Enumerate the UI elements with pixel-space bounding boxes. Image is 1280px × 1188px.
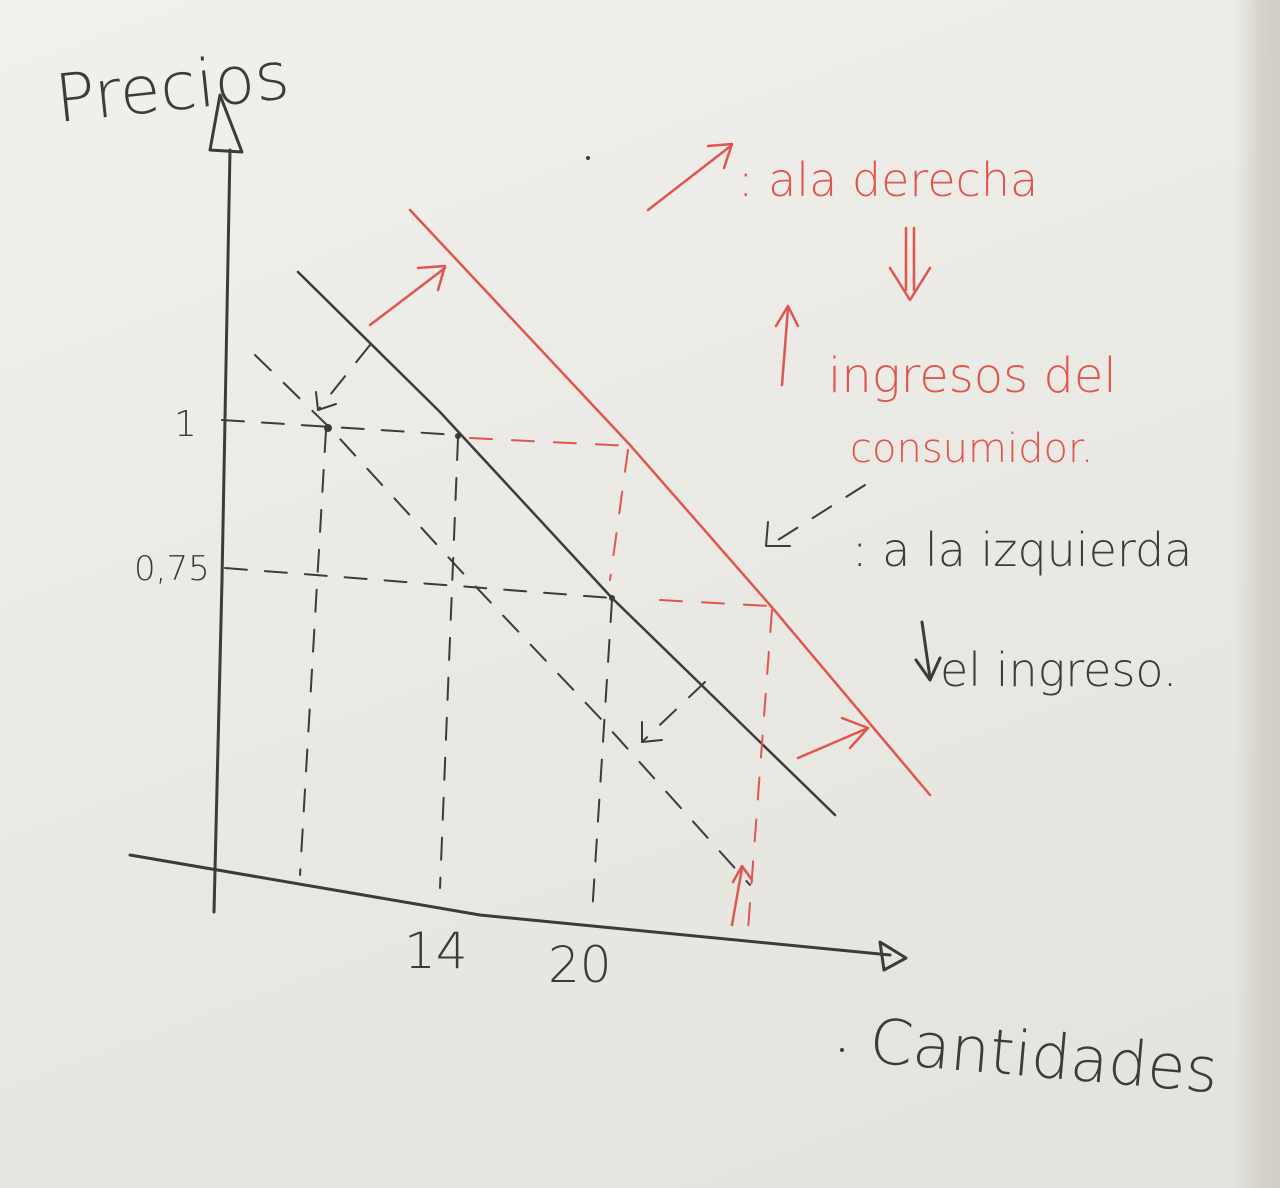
legend-arrow-left-head	[765, 521, 791, 547]
right-shifted-demand-curve	[408, 208, 932, 797]
arrow-left-lower-shaft	[641, 681, 706, 743]
point-original-p1	[455, 433, 461, 439]
left-shift-arrows	[315, 344, 706, 743]
increase-arrow-shaft	[780, 306, 790, 387]
arrow-up-small-shaft	[730, 866, 744, 927]
note-a-la-izquierda: : a la izquierda	[852, 523, 1192, 577]
note-ingresos-del: ingresos del	[828, 348, 1117, 404]
x-axis-arrowhead	[878, 940, 908, 972]
right-shift-arrows	[368, 264, 870, 927]
note-consumidor: consumidor.	[850, 426, 1093, 472]
qty-guide-20	[591, 599, 613, 916]
qty-guide-red-upper	[609, 449, 629, 581]
x-axis-line	[128, 853, 892, 957]
arrow-left-upper-head	[315, 391, 337, 411]
board-speck	[840, 1048, 844, 1052]
legend-arrow-diagonal-shaft	[646, 143, 734, 212]
price-075-guide-black	[224, 567, 613, 599]
qty-guide-14	[439, 437, 459, 889]
left-shifted-demand-curve	[254, 354, 751, 886]
y-axis-label: Precios	[52, 37, 293, 138]
decrease-arrow-shaft	[920, 620, 932, 680]
original-demand-curve	[296, 270, 837, 817]
x-tick-20: 20	[548, 936, 612, 994]
arrow-right-upper-head	[416, 264, 447, 292]
price-1-guides	[221, 419, 631, 889]
note-ala-derecha: : ala derecha	[738, 153, 1038, 207]
price-075-guide-red	[659, 599, 771, 607]
x-axis-label: Cantidades	[867, 1004, 1221, 1107]
price-075-guides	[224, 567, 773, 931]
board-speck	[586, 156, 590, 160]
point-original-p075	[609, 595, 615, 601]
y-tick-075: 0,75	[134, 549, 210, 589]
x-tick-14: 14	[404, 922, 468, 980]
arrow-left-upper-shaft	[317, 344, 371, 411]
note-el-ingreso: el ingreso.	[940, 643, 1177, 697]
arrow-left-lower-head	[641, 721, 663, 743]
price-1-guide-red	[469, 437, 631, 447]
axes	[128, 93, 908, 972]
increase-arrow-head	[774, 304, 800, 328]
arrow-up-small-head	[731, 864, 754, 884]
arrow-right-lower-head	[840, 716, 870, 750]
price-1-guide-black	[221, 419, 459, 436]
implies-arrow-head	[888, 266, 932, 302]
y-axis-arrowhead	[208, 93, 244, 154]
legend-arrow-left-shaft	[769, 484, 866, 546]
legend-arrow-diagonal-head	[706, 142, 734, 170]
legend-arrows	[646, 142, 942, 682]
point-left-shift-p1	[324, 424, 332, 432]
decrease-arrow-head	[914, 656, 942, 682]
implies-arrow-shaft	[904, 226, 916, 292]
y-axis-line	[212, 148, 232, 914]
y-tick-1: 1	[174, 404, 197, 445]
arrow-right-lower-shaft	[796, 726, 870, 760]
qty-guide-left-shift	[299, 429, 327, 876]
qty-guide-red-lower	[747, 609, 773, 931]
arrow-right-upper-shaft	[368, 266, 447, 327]
